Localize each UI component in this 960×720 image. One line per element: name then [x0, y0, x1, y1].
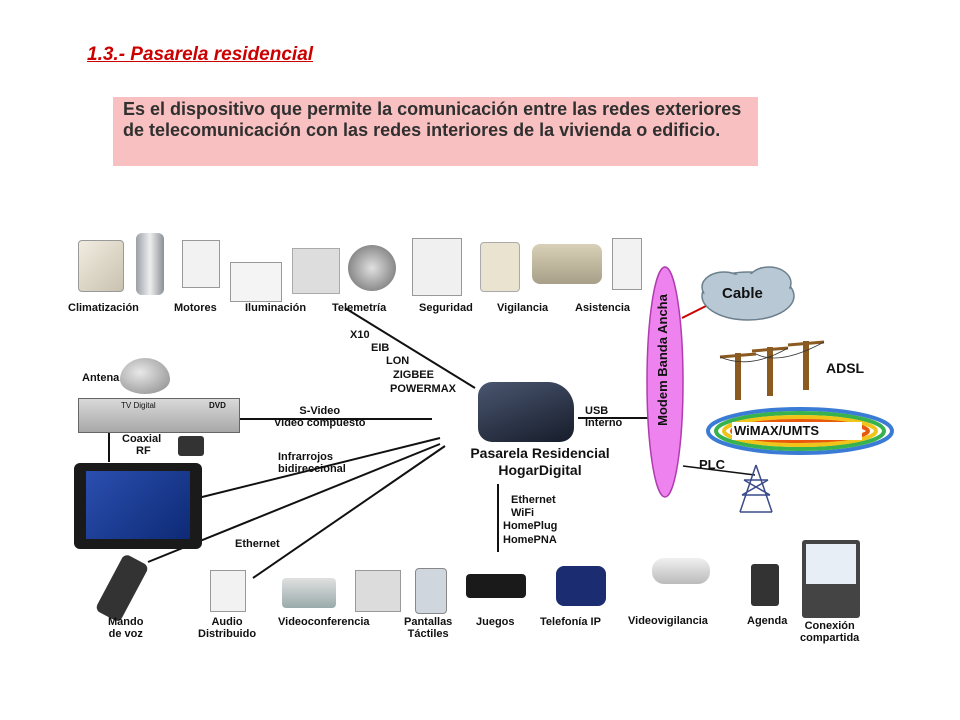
label-infrarrojos: Infrarrojos bidireccional — [278, 451, 346, 475]
plc-tower-icon — [739, 464, 773, 513]
protocol-wifi: WiFi — [511, 507, 535, 519]
label-dvd: DVD — [209, 401, 226, 410]
protocol-lon: LON — [386, 355, 410, 367]
label-audio: Audio Distribuido — [198, 616, 256, 640]
connector-icon — [178, 436, 204, 456]
meter-icon — [348, 245, 396, 291]
cloud-shape — [701, 266, 795, 321]
surveillance-camera-icon — [652, 558, 710, 584]
console-icon — [466, 574, 526, 598]
label-infrarrojos-1: Infrarrojos — [278, 451, 334, 463]
label-usb: USB Interno — [585, 405, 622, 429]
label-iluminacion: Iluminación — [245, 302, 307, 314]
label-coaxial-2: RF — [136, 445, 151, 457]
gateway-device-icon — [478, 382, 574, 442]
label-svideo-2: Video compuesto — [274, 417, 366, 429]
label-antena: Antena — [82, 372, 120, 384]
dimmer-icon — [292, 248, 340, 294]
modem-shape — [646, 266, 684, 498]
laptop-icon — [802, 540, 860, 618]
protocol-powermax: POWERMAX — [390, 383, 456, 395]
utility-poles-icon — [719, 340, 825, 400]
touchscreen-icon — [355, 570, 401, 612]
label-asistencia: Asistencia — [575, 302, 631, 314]
agenda-icon — [751, 564, 779, 606]
label-telemetria: Telemetría — [332, 302, 387, 314]
plc-link — [682, 465, 756, 476]
label-infrarrojos-2: bidireccional — [278, 463, 346, 475]
label-audio-2: Distribuido — [198, 628, 257, 640]
water-heater-icon — [136, 233, 164, 295]
thermostat-icon — [78, 240, 124, 292]
audio-panel-icon — [210, 570, 246, 612]
satellite-dish-icon — [120, 358, 170, 394]
wimax-rings-icon — [706, 407, 894, 455]
label-pantallas-2: Táctiles — [407, 628, 449, 640]
label-conexion: Conexión compartida — [800, 620, 859, 644]
protocol-homeplug: HomePlug — [503, 520, 558, 532]
protocol-eib: EIB — [371, 342, 390, 354]
page-title: 1.3.- Pasarela residencial — [87, 44, 314, 65]
light-switch-icon — [230, 262, 282, 302]
label-usb-1: USB — [585, 405, 609, 417]
settop-box-icon: TV Digital DVD — [78, 398, 240, 433]
label-tv-digital: TV Digital — [121, 401, 156, 410]
label-svideo-1: S-Video — [299, 405, 341, 417]
label-cable: Cable — [722, 285, 763, 302]
label-conexion-2: compartida — [800, 632, 860, 644]
infrarrojos-line — [189, 437, 441, 501]
gateway-label-2: HogarDigital — [498, 462, 582, 478]
definition-text: Es el dispositivo que permite la comunic… — [123, 99, 742, 140]
label-svideo: S-Video Video compuesto — [274, 405, 365, 429]
ip-phone-icon — [556, 566, 606, 606]
label-ethernet-link: Ethernet — [235, 538, 280, 550]
audio-line — [252, 445, 446, 579]
label-motores: Motores — [174, 302, 217, 314]
label-coaxial: Coaxial RF — [122, 433, 161, 457]
gateway-label-1: Pasarela Residencial — [470, 445, 610, 461]
label-wimax: WiMAX/UMTS — [734, 423, 820, 438]
gateway-label: Pasarela Residencial HogarDigital — [440, 445, 640, 479]
motion-sensor-icon — [480, 242, 520, 292]
label-mando-2: de voz — [108, 628, 143, 640]
protocol-line — [344, 307, 476, 389]
protocol-ethernet: Ethernet — [511, 494, 556, 506]
label-plc: PLC — [699, 457, 725, 472]
label-pantallas-1: Pantallas — [404, 616, 453, 628]
protocol-x10: X10 — [350, 329, 370, 341]
pda-icon — [415, 568, 447, 614]
label-videovigilancia: Videovigilancia — [628, 615, 708, 627]
label-audio-1: Audio — [211, 616, 243, 628]
video-device-icon — [282, 578, 336, 608]
power-wires — [719, 341, 825, 363]
label-agenda: Agenda — [747, 615, 788, 627]
washer-icon — [412, 238, 462, 296]
label-vigilancia: Vigilancia — [497, 302, 549, 314]
protocol-homepna: HomePNA — [503, 534, 557, 546]
television-icon — [74, 463, 202, 549]
label-conexion-1: Conexión — [804, 620, 855, 632]
label-climatizacion: Climatización — [68, 302, 139, 314]
label-seguridad: Seguridad — [419, 302, 473, 314]
label-usb-2: Interno — [585, 417, 623, 429]
label-coaxial-1: Coaxial — [122, 433, 162, 445]
modem-label: Modem Banda Ancha — [655, 294, 670, 426]
definition-box: Es el dispositivo que permite la comunic… — [113, 97, 758, 166]
alarm-sensor-icon — [612, 238, 642, 290]
label-adsl: ADSL — [826, 360, 865, 376]
label-videoconferencia: Videoconferencia — [278, 616, 370, 628]
camera-housing-icon — [532, 244, 602, 284]
protocol-zigbee: ZIGBEE — [393, 369, 434, 381]
label-telefonia: Telefonía IP — [540, 616, 601, 628]
label-juegos: Juegos — [476, 616, 515, 628]
label-pantallas: Pantallas Táctiles — [404, 616, 452, 640]
label-mando-1: Mando — [108, 616, 144, 628]
label-mando: Mando de voz — [108, 616, 143, 640]
motor-outlet-icon — [182, 240, 220, 288]
